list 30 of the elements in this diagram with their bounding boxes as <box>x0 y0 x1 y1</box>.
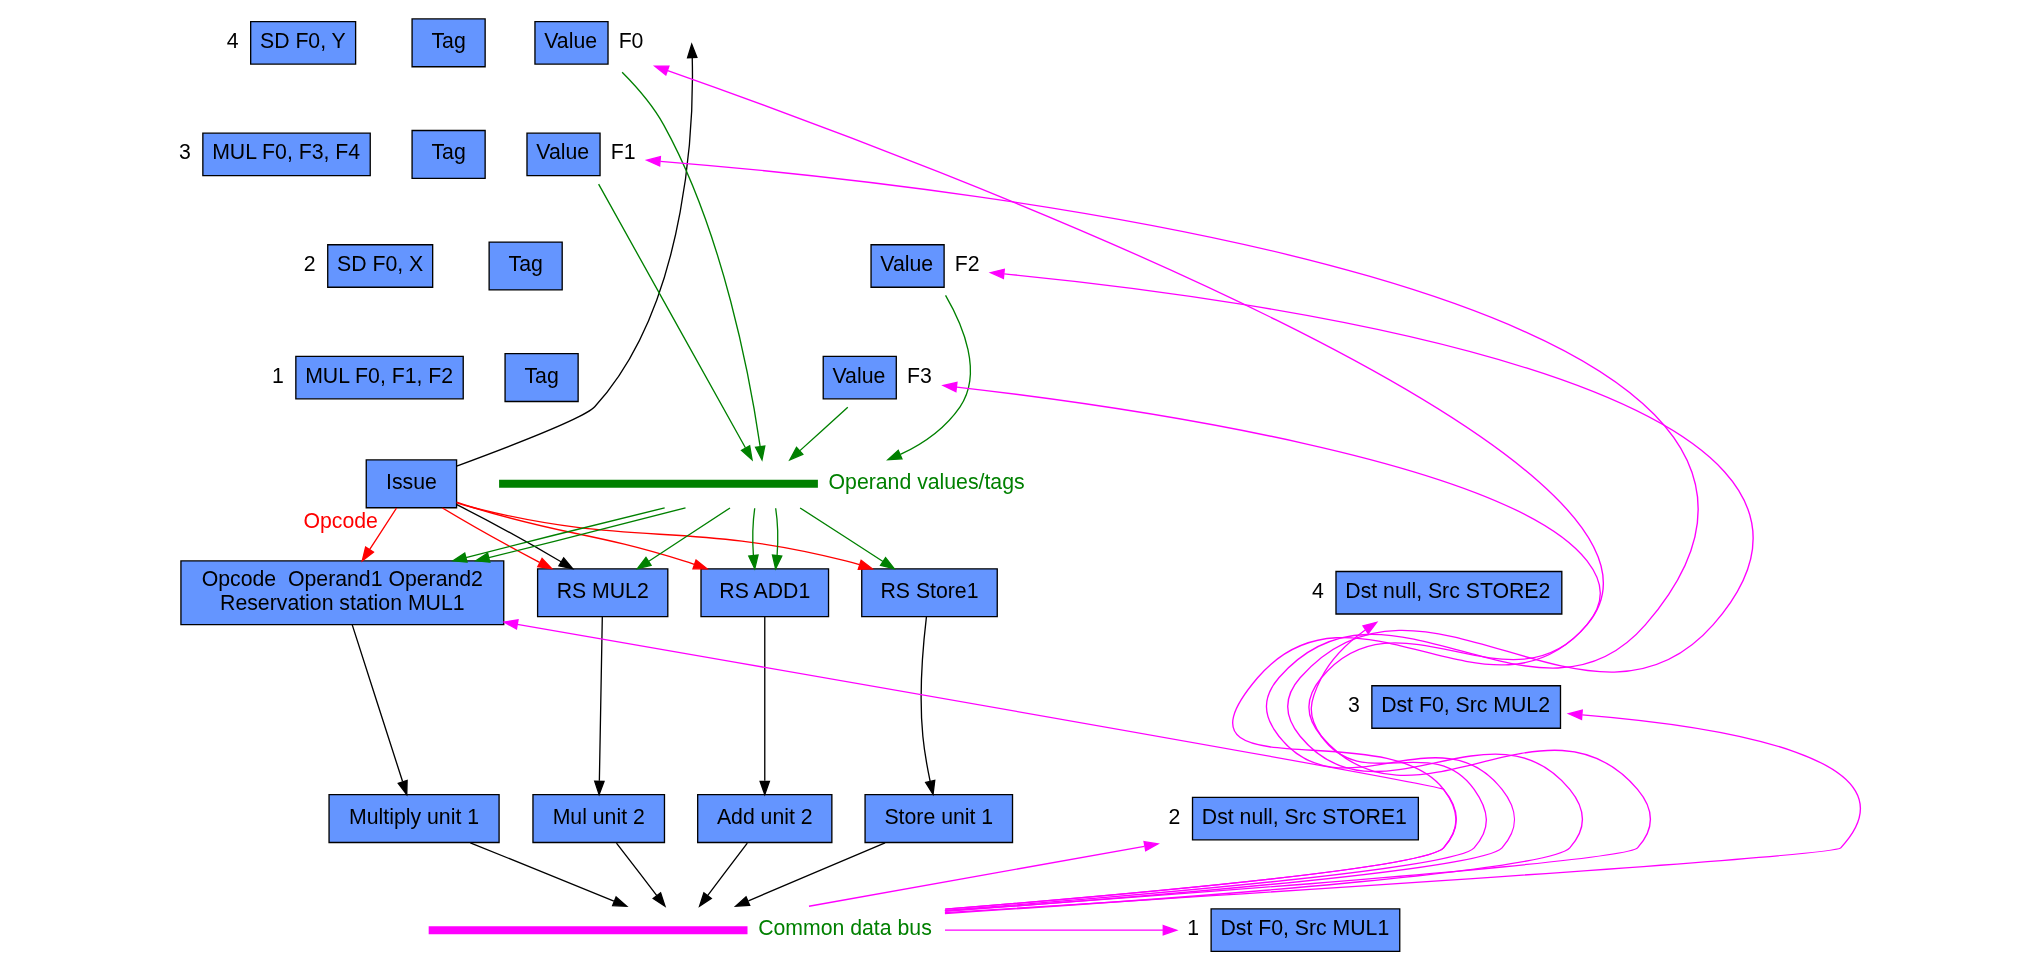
node-box: Tag <box>503 353 579 403</box>
node-box: Tag <box>410 129 486 179</box>
arrow <box>593 616 605 797</box>
arrow <box>351 624 408 797</box>
arrow <box>473 507 686 563</box>
arrow <box>360 507 397 563</box>
arrow <box>455 504 574 570</box>
node-box: Issue <box>365 459 457 509</box>
arrow <box>441 507 553 570</box>
arrow <box>469 842 629 907</box>
arrow <box>943 924 1179 936</box>
node-label: Common data bus <box>757 916 932 941</box>
node-label: 4 <box>226 28 239 53</box>
node-label: 1 <box>271 363 284 388</box>
arrow <box>450 507 665 563</box>
node-box: Tag <box>410 18 486 68</box>
node-label: 2 <box>303 252 316 277</box>
node-box: Multiply unit 1 <box>327 794 500 844</box>
node-box: Mul unit 2 <box>531 794 665 844</box>
node-label: 1 <box>1186 916 1199 941</box>
edge-label: Opcode <box>303 508 378 533</box>
node-label: F0 <box>618 28 643 53</box>
node-box: RS MUL2 <box>536 568 668 618</box>
arrow <box>455 42 698 467</box>
node-label: F1 <box>610 140 635 165</box>
arrow <box>455 501 709 570</box>
node-bar <box>428 926 747 935</box>
node-label: 3 <box>178 140 191 165</box>
node-box: Tag <box>487 241 563 291</box>
node-box: Opcode Operand1 Operand2 Reservation station MUL1 <box>179 560 504 626</box>
